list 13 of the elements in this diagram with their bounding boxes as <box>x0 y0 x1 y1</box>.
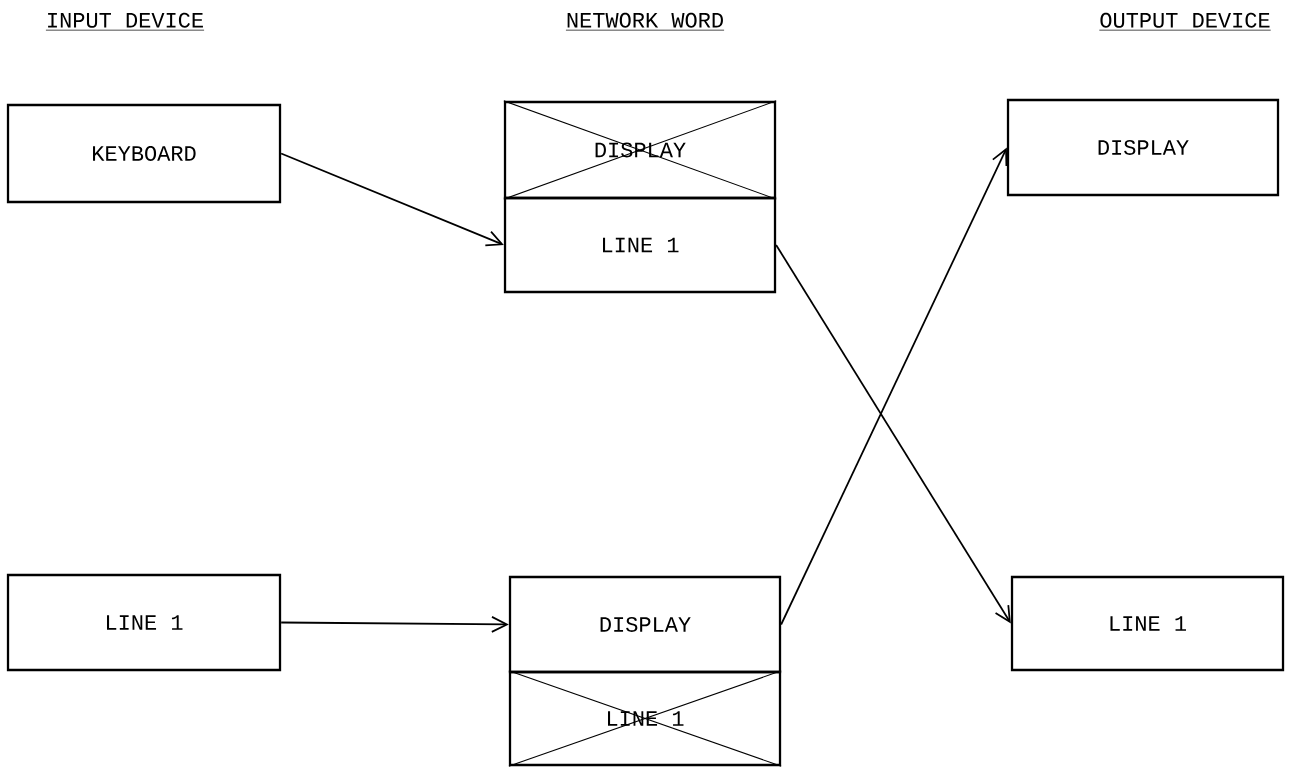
process-box: DISPLAY <box>1006 98 1280 197</box>
arrow <box>280 152 504 247</box>
process-box: KEYBOARD <box>6 103 282 204</box>
arrow <box>775 244 1011 624</box>
arrow <box>780 147 1008 626</box>
column-heading: NETWORK WORD <box>565 12 725 31</box>
process-box: LINE 1 <box>6 573 282 672</box>
process-box: LINE 1 <box>503 196 777 294</box>
process-box: LINE 1 <box>1010 575 1285 672</box>
process-box: DISPLAY <box>508 575 782 674</box>
column-heading: INPUT DEVICE <box>45 12 205 31</box>
arrow <box>280 615 509 633</box>
column-heading: OUTPUT DEVICE <box>1099 12 1272 31</box>
